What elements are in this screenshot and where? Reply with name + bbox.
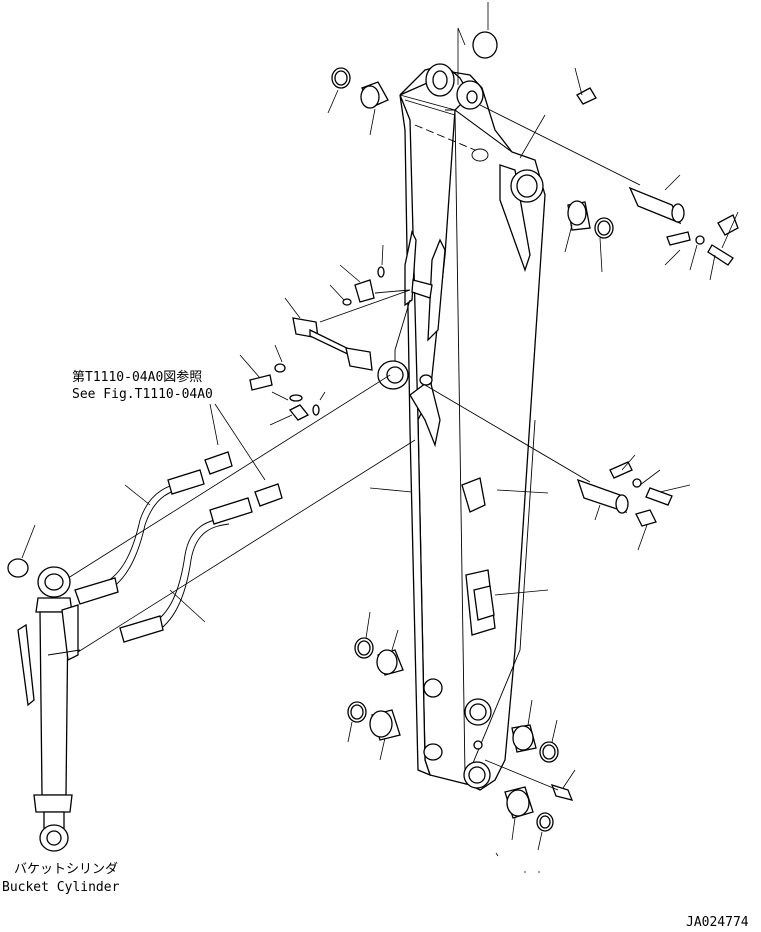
top-shim	[472, 31, 498, 59]
middle-bracket-group	[239, 244, 433, 426]
bucket-cylinder	[7, 524, 81, 852]
bottom-pin-group	[347, 611, 576, 873]
note-en: See Fig.T1110-04A0	[72, 387, 213, 402]
top-pin	[628, 186, 682, 225]
grease-fitting-top	[576, 87, 597, 105]
mid-pin	[576, 478, 628, 514]
drawing-code: JA024774	[686, 915, 749, 930]
arm-body	[377, 63, 546, 791]
cylinder-seal	[7, 558, 29, 578]
top-pin-group	[327, 2, 739, 281]
hoses	[64, 374, 416, 653]
mid-pin-group	[369, 384, 691, 596]
bucket-cylinder-label-jp: バケットシリンダ	[14, 862, 118, 877]
bucket-cylinder-label-en: Bucket Cylinder	[2, 880, 120, 895]
note-jp: 第T1110-04A0図参照	[72, 369, 202, 385]
